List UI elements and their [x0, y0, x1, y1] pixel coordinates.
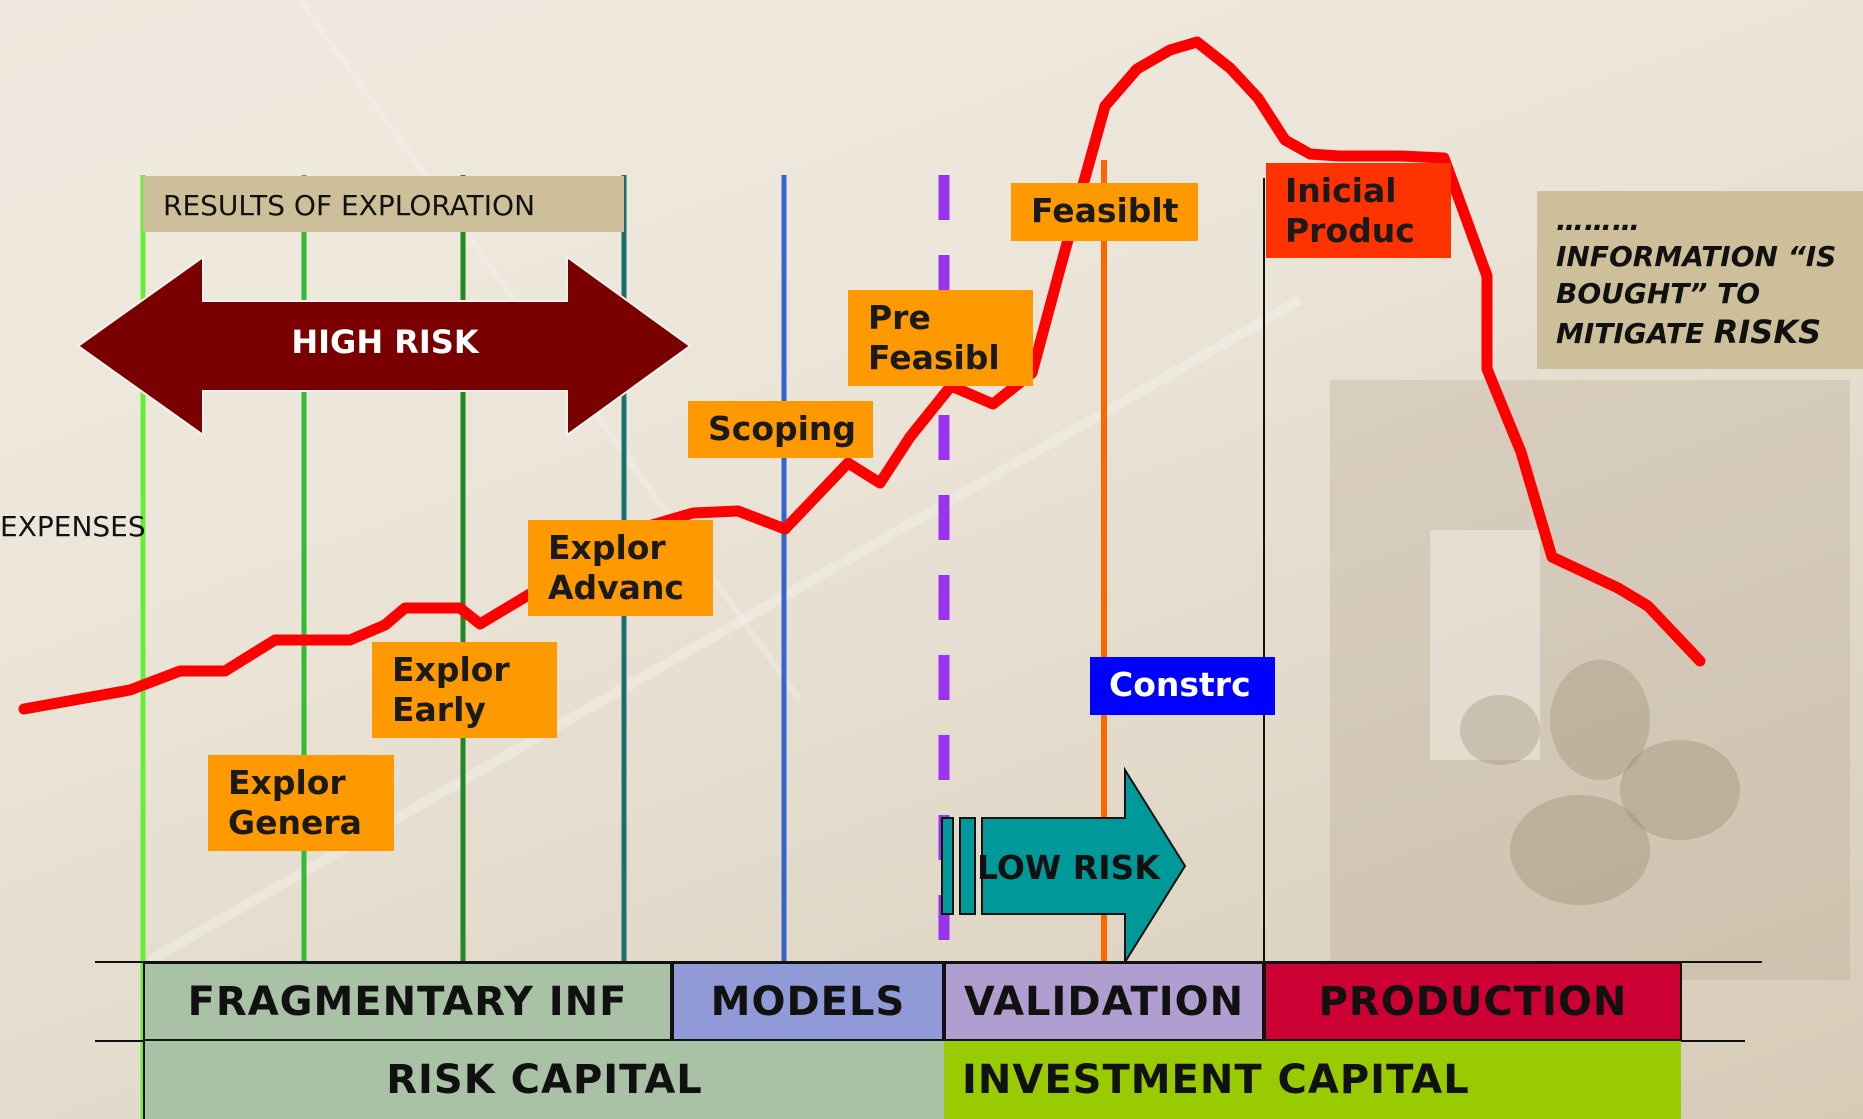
info-note: ……… INFORMATION “IS BOUGHT” TO MITIGATE … [1537, 191, 1863, 369]
info-note-line3a: MITIGATE [1556, 317, 1714, 351]
results-of-exploration-text: RESULTS OF EXPLORATION [163, 189, 536, 222]
low-risk-arrow-bar-1 [941, 817, 954, 915]
stage-explor-advanc-line1: Explor [548, 528, 666, 567]
stage-explor-genera-line2: Genera [228, 802, 362, 842]
expenses-curve [18, 36, 1706, 715]
info-note-line3: MITIGATE RISKS [1556, 312, 1863, 354]
stage-pre-feasibl: Pre Feasibl [848, 290, 1033, 386]
low-risk-arrow-bar-2 [959, 817, 976, 915]
stage-scoping: Scoping [688, 401, 873, 458]
stage-inicial-produc: Inicial Produc [1266, 163, 1451, 258]
stage-scoping-text: Scoping [708, 409, 857, 448]
phase-production-text: PRODUCTION [1318, 978, 1628, 1025]
phase-production: PRODUCTION [1264, 962, 1682, 1041]
low-risk-arrow [981, 766, 1187, 966]
stage-inicial-produc-line1: Inicial [1285, 171, 1397, 210]
phase-models: MODELS [672, 962, 944, 1041]
expenses-text: EXPENSES [0, 510, 146, 543]
phase-validation-text: VALIDATION [963, 978, 1245, 1025]
info-note-line1: INFORMATION “IS [1556, 240, 1837, 274]
stage-explor-early-line1: Explor [392, 650, 510, 689]
stage-explor-advanc: Explor Advanc [528, 520, 713, 616]
capital-risk-text: RISK CAPITAL [386, 1057, 703, 1103]
high-risk-text: HIGH RISK [291, 323, 479, 361]
low-risk-label: LOW RISK [977, 848, 1160, 888]
stage-feasiblt-text: Feasiblt [1031, 191, 1179, 230]
phase-fragmentary-inf: FRAGMENTARY INF [143, 962, 672, 1041]
stage-constrc: Constrc [1090, 657, 1275, 715]
stage-explor-genera-line1: Explor [228, 763, 346, 802]
phase-validation: VALIDATION [944, 962, 1264, 1041]
stage-explor-genera: Explor Genera [208, 755, 394, 851]
stage-explor-early-line2: Early [392, 689, 486, 729]
capital-investment-text: INVESTMENT CAPITAL [962, 1057, 1470, 1103]
stage-constrc-text: Constrc [1109, 665, 1251, 704]
stage-explor-early: Explor Early [372, 642, 557, 738]
phase-fragmentary-inf-text: FRAGMENTARY INF [187, 978, 628, 1025]
capital-risk: RISK CAPITAL [143, 1041, 944, 1119]
stage-inicial-produc-line2: Produc [1285, 210, 1415, 250]
info-note-risks: RISKS [1713, 313, 1822, 352]
stage-pre-feasibl-line1: Pre [868, 298, 931, 337]
info-note-line2: BOUGHT” TO [1556, 276, 1761, 310]
info-note-dots: ……… [1556, 204, 1640, 237]
capital-investment: INVESTMENT CAPITAL [944, 1041, 1681, 1119]
stage-explor-advanc-line2: Advanc [548, 567, 684, 607]
expenses-label: EXPENSES [0, 510, 146, 544]
high-risk-label: HIGH RISK [203, 323, 567, 361]
stage-feasiblt: Feasiblt [1011, 183, 1198, 241]
phase-models-text: MODELS [710, 978, 906, 1025]
results-of-exploration-label: RESULTS OF EXPLORATION [143, 176, 624, 232]
high-risk-arrow [76, 255, 692, 437]
low-risk-text: LOW RISK [977, 848, 1160, 887]
stage-pre-feasibl-line2: Feasibl [868, 337, 1000, 377]
